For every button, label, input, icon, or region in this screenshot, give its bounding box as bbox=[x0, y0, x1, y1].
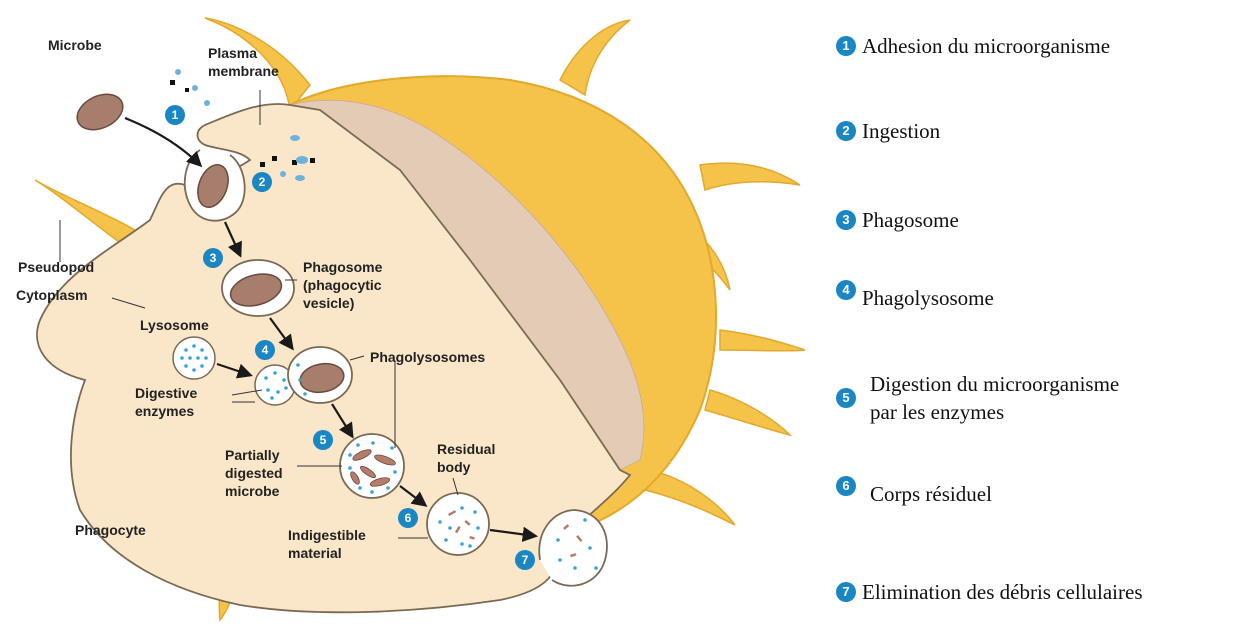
label-digestive: Digestive bbox=[135, 385, 197, 401]
label-material: material bbox=[288, 545, 342, 561]
label-membrane: membrane bbox=[208, 63, 279, 79]
lysosome bbox=[173, 337, 215, 379]
microbe-free bbox=[71, 87, 128, 136]
label-indigestible: Indigestible bbox=[288, 527, 366, 543]
legend-item-1: 1 Adhesion du microorganisme bbox=[836, 32, 1110, 60]
label-cytoplasm: Cytoplasm bbox=[16, 287, 88, 303]
legend-badge-4: 4 bbox=[836, 280, 856, 300]
exocytosis-pit bbox=[539, 510, 607, 586]
legend-text-7: Elimination des débris cellulaires bbox=[862, 580, 1143, 604]
label-body: body bbox=[437, 459, 471, 475]
protrusion-right-5 bbox=[645, 470, 735, 525]
label-residual: Residual bbox=[437, 441, 495, 457]
protrusion-left bbox=[35, 180, 135, 250]
legend-text-1: Adhesion du microorganisme bbox=[862, 34, 1110, 58]
label-phagocytic: (phagocytic bbox=[303, 277, 382, 293]
svg-text:6: 6 bbox=[405, 511, 412, 525]
legend-text-4: Phagolysosome bbox=[862, 286, 994, 310]
step-badge-6: 6 bbox=[398, 508, 418, 528]
legend-text-3: Phagosome bbox=[862, 208, 959, 232]
label-digested: digested bbox=[225, 465, 283, 481]
legend-badge-6: 6 bbox=[836, 476, 856, 496]
legend-text-5b: par les enzymes bbox=[870, 400, 1004, 424]
label-pseudopod: Pseudopod bbox=[18, 259, 94, 275]
legend-badge-5: 5 bbox=[836, 388, 856, 408]
legend-badge-2: 2 bbox=[836, 121, 856, 141]
protrusion-top-right bbox=[560, 20, 630, 95]
label-microbe-2: microbe bbox=[225, 483, 280, 499]
step-badge-2: 2 bbox=[252, 172, 272, 192]
label-vesicle: vesicle) bbox=[303, 295, 354, 311]
label-plasma: Plasma bbox=[208, 45, 257, 61]
legend-item-7: 7 Elimination des débris cellulaires bbox=[836, 578, 1143, 606]
legend-badge-1: 1 bbox=[836, 36, 856, 56]
legend-item-3: 3 Phagosome bbox=[836, 206, 959, 234]
legend-badge-3: 3 bbox=[836, 210, 856, 230]
legend-item-2: 2 Ingestion bbox=[836, 117, 940, 145]
svg-text:7: 7 bbox=[522, 553, 529, 567]
legend-badge-7: 7 bbox=[836, 582, 856, 602]
label-partially: Partially bbox=[225, 447, 280, 463]
legend-text-5a: Digestion du microorganisme bbox=[870, 372, 1119, 396]
legend-text-2: Ingestion bbox=[862, 119, 940, 143]
label-phagolysosomes: Phagolysosomes bbox=[370, 349, 485, 365]
step-badge-1: 1 bbox=[165, 105, 185, 125]
label-phagocyte: Phagocyte bbox=[75, 522, 146, 538]
legend-item-5: 5 Digestion du microorganisme par les enzy… bbox=[836, 370, 1119, 426]
label-phagosome: Phagosome bbox=[303, 259, 383, 275]
legend-text-6: Corps résiduel bbox=[870, 482, 992, 506]
svg-text:4: 4 bbox=[262, 343, 269, 357]
step-badge-7: 7 bbox=[515, 550, 535, 570]
step-badge-4: 4 bbox=[255, 340, 275, 360]
svg-text:3: 3 bbox=[210, 251, 217, 265]
protrusion-right-4 bbox=[705, 390, 790, 435]
step-badge-3: 3 bbox=[203, 248, 223, 268]
label-lysosome: Lysosome bbox=[140, 317, 209, 333]
protrusion-right-3 bbox=[720, 330, 805, 351]
label-microbe: Microbe bbox=[48, 37, 102, 53]
svg-text:1: 1 bbox=[172, 108, 179, 122]
protrusion-right-1 bbox=[700, 163, 800, 190]
step-badge-5: 5 bbox=[313, 430, 333, 450]
svg-text:2: 2 bbox=[259, 175, 266, 189]
residual-body bbox=[427, 493, 489, 555]
svg-text:5: 5 bbox=[320, 433, 327, 447]
label-enzymes: enzymes bbox=[135, 403, 194, 419]
